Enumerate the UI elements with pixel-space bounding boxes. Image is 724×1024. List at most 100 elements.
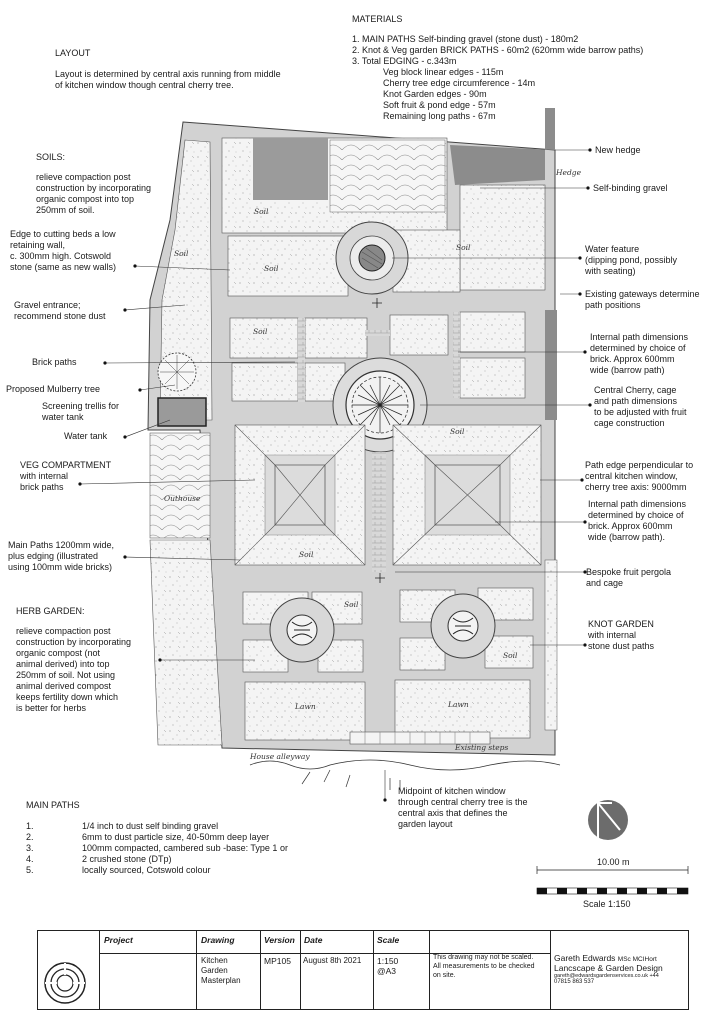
label-line: c. 300mm high. Cotswold xyxy=(10,250,112,261)
label-trellis: Screening trellis for water tank xyxy=(42,401,119,423)
spec-text: 2 crushed stone (DTp) xyxy=(82,853,172,864)
label-line: path positions xyxy=(585,299,641,310)
herb-heading: HERB GARDEN: xyxy=(16,606,85,616)
label-gravel-entrance: Gravel entrance; recommend stone dust xyxy=(14,300,106,322)
label-line: Screening trellis for xyxy=(42,401,120,411)
herb-text: animal derived) into top xyxy=(16,658,110,669)
water-tank xyxy=(157,397,207,427)
scale-line: 1:150 xyxy=(377,956,399,966)
existing-steps-label: Existing steps xyxy=(455,743,509,752)
soils-text: 250mm of soil. xyxy=(36,204,95,215)
label-brick-paths: Brick paths xyxy=(32,357,77,367)
brick-path-centre xyxy=(372,452,386,572)
version-value: MP105 xyxy=(264,956,291,966)
soil-label: Soil xyxy=(174,249,189,258)
layout-heading: LAYOUT xyxy=(55,48,91,58)
label-line: Water feature xyxy=(585,244,640,254)
spec-text: 1/4 inch to dust self binding gravel xyxy=(82,820,219,831)
soil-label: Soil xyxy=(456,243,471,252)
spec-item: 5.locally sourced, Cotswold colour xyxy=(26,865,288,876)
label-knot: KNOT GARDEN with internal stone dust pat… xyxy=(588,619,654,652)
soils-note: SOILS: relieve compaction post construct… xyxy=(36,152,151,216)
soil-label: Soil xyxy=(299,550,314,559)
drawing-line: Garden xyxy=(201,965,228,975)
label-mulberry: Proposed Mulberry tree xyxy=(6,384,101,394)
label-internal-path-1: Internal path dimensions determined by c… xyxy=(590,332,688,376)
north-arrow-icon xyxy=(588,800,628,840)
label-gateways: Existing gateways determine path positio… xyxy=(585,289,700,311)
veg-bed-2 xyxy=(304,317,368,359)
soil-label: Soil xyxy=(264,264,279,273)
header-scale: Scale xyxy=(377,935,400,945)
herb-text: organic compost (not xyxy=(16,647,101,658)
spec-item: 2.6mm to dust particle size, 40-50mm dee… xyxy=(26,832,288,843)
veg-bed-1 xyxy=(229,317,299,359)
spec-item: 4. 2 crushed stone (DTp) xyxy=(26,854,288,865)
label-line: wide (barrow path). xyxy=(588,531,666,542)
house-line xyxy=(249,759,561,771)
label-line: Path edge perpendicular to xyxy=(585,460,694,470)
date-value: August 8th 2021 xyxy=(303,956,362,965)
label-cherry: Central Cherry, cage and path dimensions… xyxy=(594,385,687,429)
label-edge-beds: Edge to cutting beds a low retaining wal… xyxy=(10,229,116,273)
disclaimer-line: This drawing may not be scaled. xyxy=(433,954,534,961)
designer-quals: MSc MCIHort xyxy=(617,956,657,963)
header-date: Date xyxy=(304,935,323,945)
label-line: brick paths xyxy=(20,481,64,492)
soils-text: relieve compaction post xyxy=(36,171,131,182)
house-alleyway-label: House alleyway xyxy=(250,752,310,761)
edging-line: Knot Garden edges - 90m xyxy=(383,88,487,99)
edging-line: Cherry tree edge circumference - 14m xyxy=(383,77,536,88)
designer-block: Gareth Edwards MSc MCIHort Lancscape & G… xyxy=(554,953,663,985)
title-block: Project Drawing Version Date Scale Kitch… xyxy=(37,930,689,1010)
midpoint-line: through central cherry tree is the xyxy=(398,796,528,807)
drawing-line: Kitchen xyxy=(201,956,228,965)
layout-text: Layout is determined by central axis run… xyxy=(55,68,281,79)
drawing-value: Kitchen Garden Masterplan xyxy=(201,956,241,985)
label-line: stone (same as new walls) xyxy=(10,261,117,272)
main-paths-heading: MAIN PATHS xyxy=(26,800,80,810)
spec-item: 1.1/4 inch to dust self binding gravel xyxy=(26,821,288,832)
spec-num: 4. xyxy=(26,853,34,864)
label-perpendicular: Path edge perpendicular to central kitch… xyxy=(585,460,693,493)
spec-text: locally sourced, Cotswold colour xyxy=(82,864,211,875)
disclaimer-line: on site. xyxy=(433,972,456,980)
lawn-left xyxy=(244,681,366,741)
spec-item: 3.100mm compacted, cambered sub -base: T… xyxy=(26,843,288,854)
scale-length-label: 10.00 m xyxy=(597,857,630,867)
label-water-feature: Water feature (dipping pond, possibly wi… xyxy=(585,244,677,277)
lawn-label: Lawn xyxy=(295,702,316,711)
label-line: water tank xyxy=(42,411,84,422)
midpoint-line: Midpoint of kitchen window xyxy=(398,786,506,796)
veg-bed-3 xyxy=(389,314,449,356)
designer-email: gareth@edwardsgardenservices.co.uk +44 xyxy=(554,973,659,979)
label-line: retaining wall, xyxy=(10,239,66,250)
disclaimer-line: All measurements to be checked xyxy=(433,963,535,971)
label-water-tank: Water tank xyxy=(64,431,108,441)
header-version: Version xyxy=(264,935,295,945)
herb-bed xyxy=(149,539,223,746)
scale-ratio-label: Scale 1:150 xyxy=(583,899,631,909)
outhouse xyxy=(149,432,211,539)
label-veg: VEG COMPARTMENT with internal brick path… xyxy=(20,460,111,493)
herb-text: is better for herbs xyxy=(16,702,87,713)
layout-note: LAYOUT Layout is determined by central a… xyxy=(55,48,281,91)
edging-line: Soft fruit & pond edge - 57m xyxy=(383,99,496,110)
label-internal-path-2: Internal path dimensions determined by c… xyxy=(588,499,686,543)
midpoint-note: Midpoint of kitchen window through centr… xyxy=(398,786,528,830)
edging-line: Remaining long paths - 67m xyxy=(383,110,496,121)
soils-heading: SOILS: xyxy=(36,152,66,162)
lawn-right xyxy=(394,679,531,739)
soil-label: Soil xyxy=(254,207,269,216)
header-project: Project xyxy=(104,935,133,945)
spec-num: 3. xyxy=(26,842,34,853)
label-line: Existing gateways determine xyxy=(585,289,700,299)
herb-text: relieve compaction post xyxy=(16,625,111,636)
veg-bed-5 xyxy=(231,362,299,402)
hedge-label: Hedge xyxy=(556,168,582,177)
scalloped-area xyxy=(329,139,446,213)
label-line: determined by choice of xyxy=(590,342,686,353)
label-line: with internal xyxy=(588,629,637,640)
scale-line: @A3 xyxy=(377,966,397,977)
